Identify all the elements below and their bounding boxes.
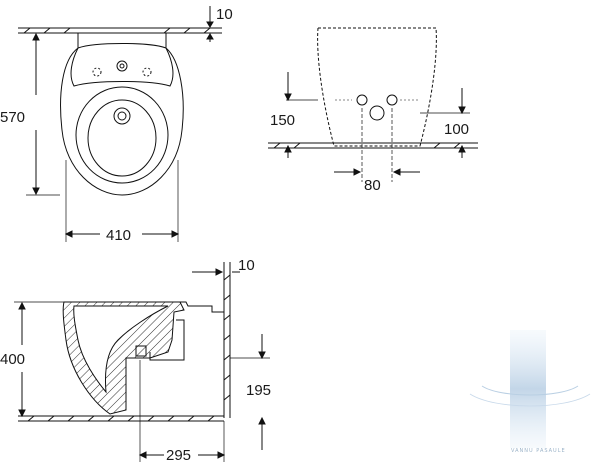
outlet-height-label: 100 xyxy=(444,121,469,138)
side-outlet xyxy=(135,345,147,357)
top-view xyxy=(18,6,222,242)
top-deck xyxy=(70,43,174,87)
side-rim xyxy=(180,301,224,313)
inlet-height-dimension xyxy=(284,72,318,158)
drain-inner xyxy=(117,111,127,121)
side-view xyxy=(14,262,270,462)
front-floor xyxy=(268,142,478,149)
width-label: 410 xyxy=(106,227,131,244)
top-bowl-outer xyxy=(60,33,184,196)
tap-mark-right xyxy=(142,67,152,77)
side-floor xyxy=(18,415,224,422)
supply-left xyxy=(356,94,368,106)
outlet-height-dimension xyxy=(420,88,470,158)
height-label: 400 xyxy=(0,351,25,368)
inlet-height-label: 150 xyxy=(270,112,295,129)
side-fixing xyxy=(149,319,185,361)
outlet-spacing-label: 80 xyxy=(364,177,381,194)
top-bowl-inner xyxy=(75,86,169,184)
drain xyxy=(113,107,131,125)
watermark-logo: VANNU PASAULE xyxy=(469,330,591,454)
width-dimension xyxy=(64,160,180,242)
drain-height-label: 195 xyxy=(246,382,271,399)
top-bowl-basin xyxy=(87,99,157,177)
top-wall-dimension xyxy=(206,6,214,42)
tap-hole xyxy=(116,60,128,72)
depth-label: 570 xyxy=(0,109,25,126)
outlet xyxy=(369,105,385,121)
outlet-spacing-dimension xyxy=(334,108,420,182)
tap-mark-left xyxy=(92,67,102,77)
front-view xyxy=(268,27,478,182)
tap-hole-inner xyxy=(119,63,125,69)
front-outline xyxy=(317,27,437,147)
drain-depth-dimension xyxy=(138,360,226,462)
depth-dimension xyxy=(26,32,60,196)
supply-right xyxy=(386,94,398,106)
top-wall-label: 10 xyxy=(216,6,233,23)
height-dimension xyxy=(14,301,64,418)
side-bowl-cavity xyxy=(73,305,169,394)
drain-height-dimension xyxy=(230,334,270,450)
top-wall xyxy=(18,27,222,34)
side-wall-dimension xyxy=(192,268,240,276)
side-wall xyxy=(223,262,231,418)
drain-depth-label: 295 xyxy=(166,447,191,464)
watermark-text: VANNU PASAULE xyxy=(511,448,566,454)
side-wall-label: 10 xyxy=(238,257,255,274)
